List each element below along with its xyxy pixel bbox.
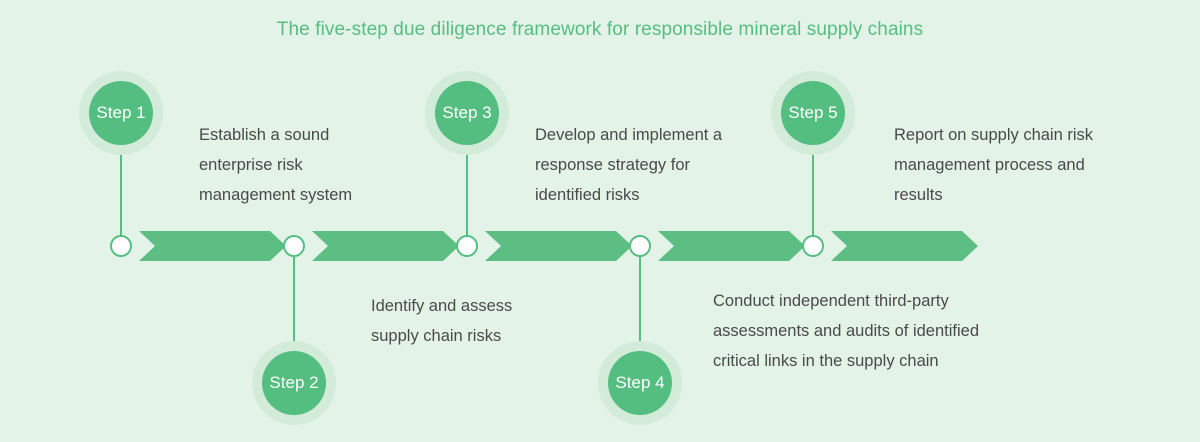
connector-stem-step-5 xyxy=(812,153,814,237)
step-3-bubble[interactable]: Step 3 xyxy=(435,81,499,145)
step-1-description: Establish a sound enterprise risk manage… xyxy=(199,126,353,204)
step-2-description: Identify and assess supply chain risks xyxy=(371,297,513,345)
step-4-description: Conduct independent third-party assessme… xyxy=(713,292,979,370)
step-5-bubble[interactable]: Step 5 xyxy=(781,81,845,145)
timeline-arrow-3 xyxy=(485,231,632,261)
step-5-label: Step 5 xyxy=(788,103,838,122)
page-title: The five-step due diligence framework fo… xyxy=(276,19,924,40)
connector-stem-step-3 xyxy=(466,153,468,237)
step-1-label: Step 1 xyxy=(96,103,146,122)
timeline-arrow-4 xyxy=(658,231,805,261)
step-4-bubble[interactable]: Step 4 xyxy=(608,351,672,415)
timeline-node-step-3[interactable] xyxy=(456,235,478,257)
timeline-arrow-5 xyxy=(831,231,978,261)
connector-stem-step-1 xyxy=(120,153,122,237)
step-2-label: Step 2 xyxy=(269,373,319,392)
timeline-arrow-2 xyxy=(312,231,459,261)
step-3-label: Step 3 xyxy=(442,103,492,122)
step-1-bubble[interactable]: Step 1 xyxy=(89,81,153,145)
timeline-arrow-1 xyxy=(139,231,286,261)
step-5-description: Report on supply chain risk management p… xyxy=(894,126,1094,204)
timeline-node-step-2[interactable] xyxy=(283,235,305,257)
step-4-label: Step 4 xyxy=(615,373,665,392)
connector-stem-step-2 xyxy=(293,257,295,343)
timeline-node-step-4[interactable] xyxy=(629,235,651,257)
timeline-node-step-1[interactable] xyxy=(110,235,132,257)
connector-stem-step-4 xyxy=(639,257,641,343)
step-2-bubble[interactable]: Step 2 xyxy=(262,351,326,415)
timeline-rail xyxy=(0,231,1200,261)
step-3-description: Develop and implement a response strateg… xyxy=(535,126,723,204)
timeline-node-step-5[interactable] xyxy=(802,235,824,257)
